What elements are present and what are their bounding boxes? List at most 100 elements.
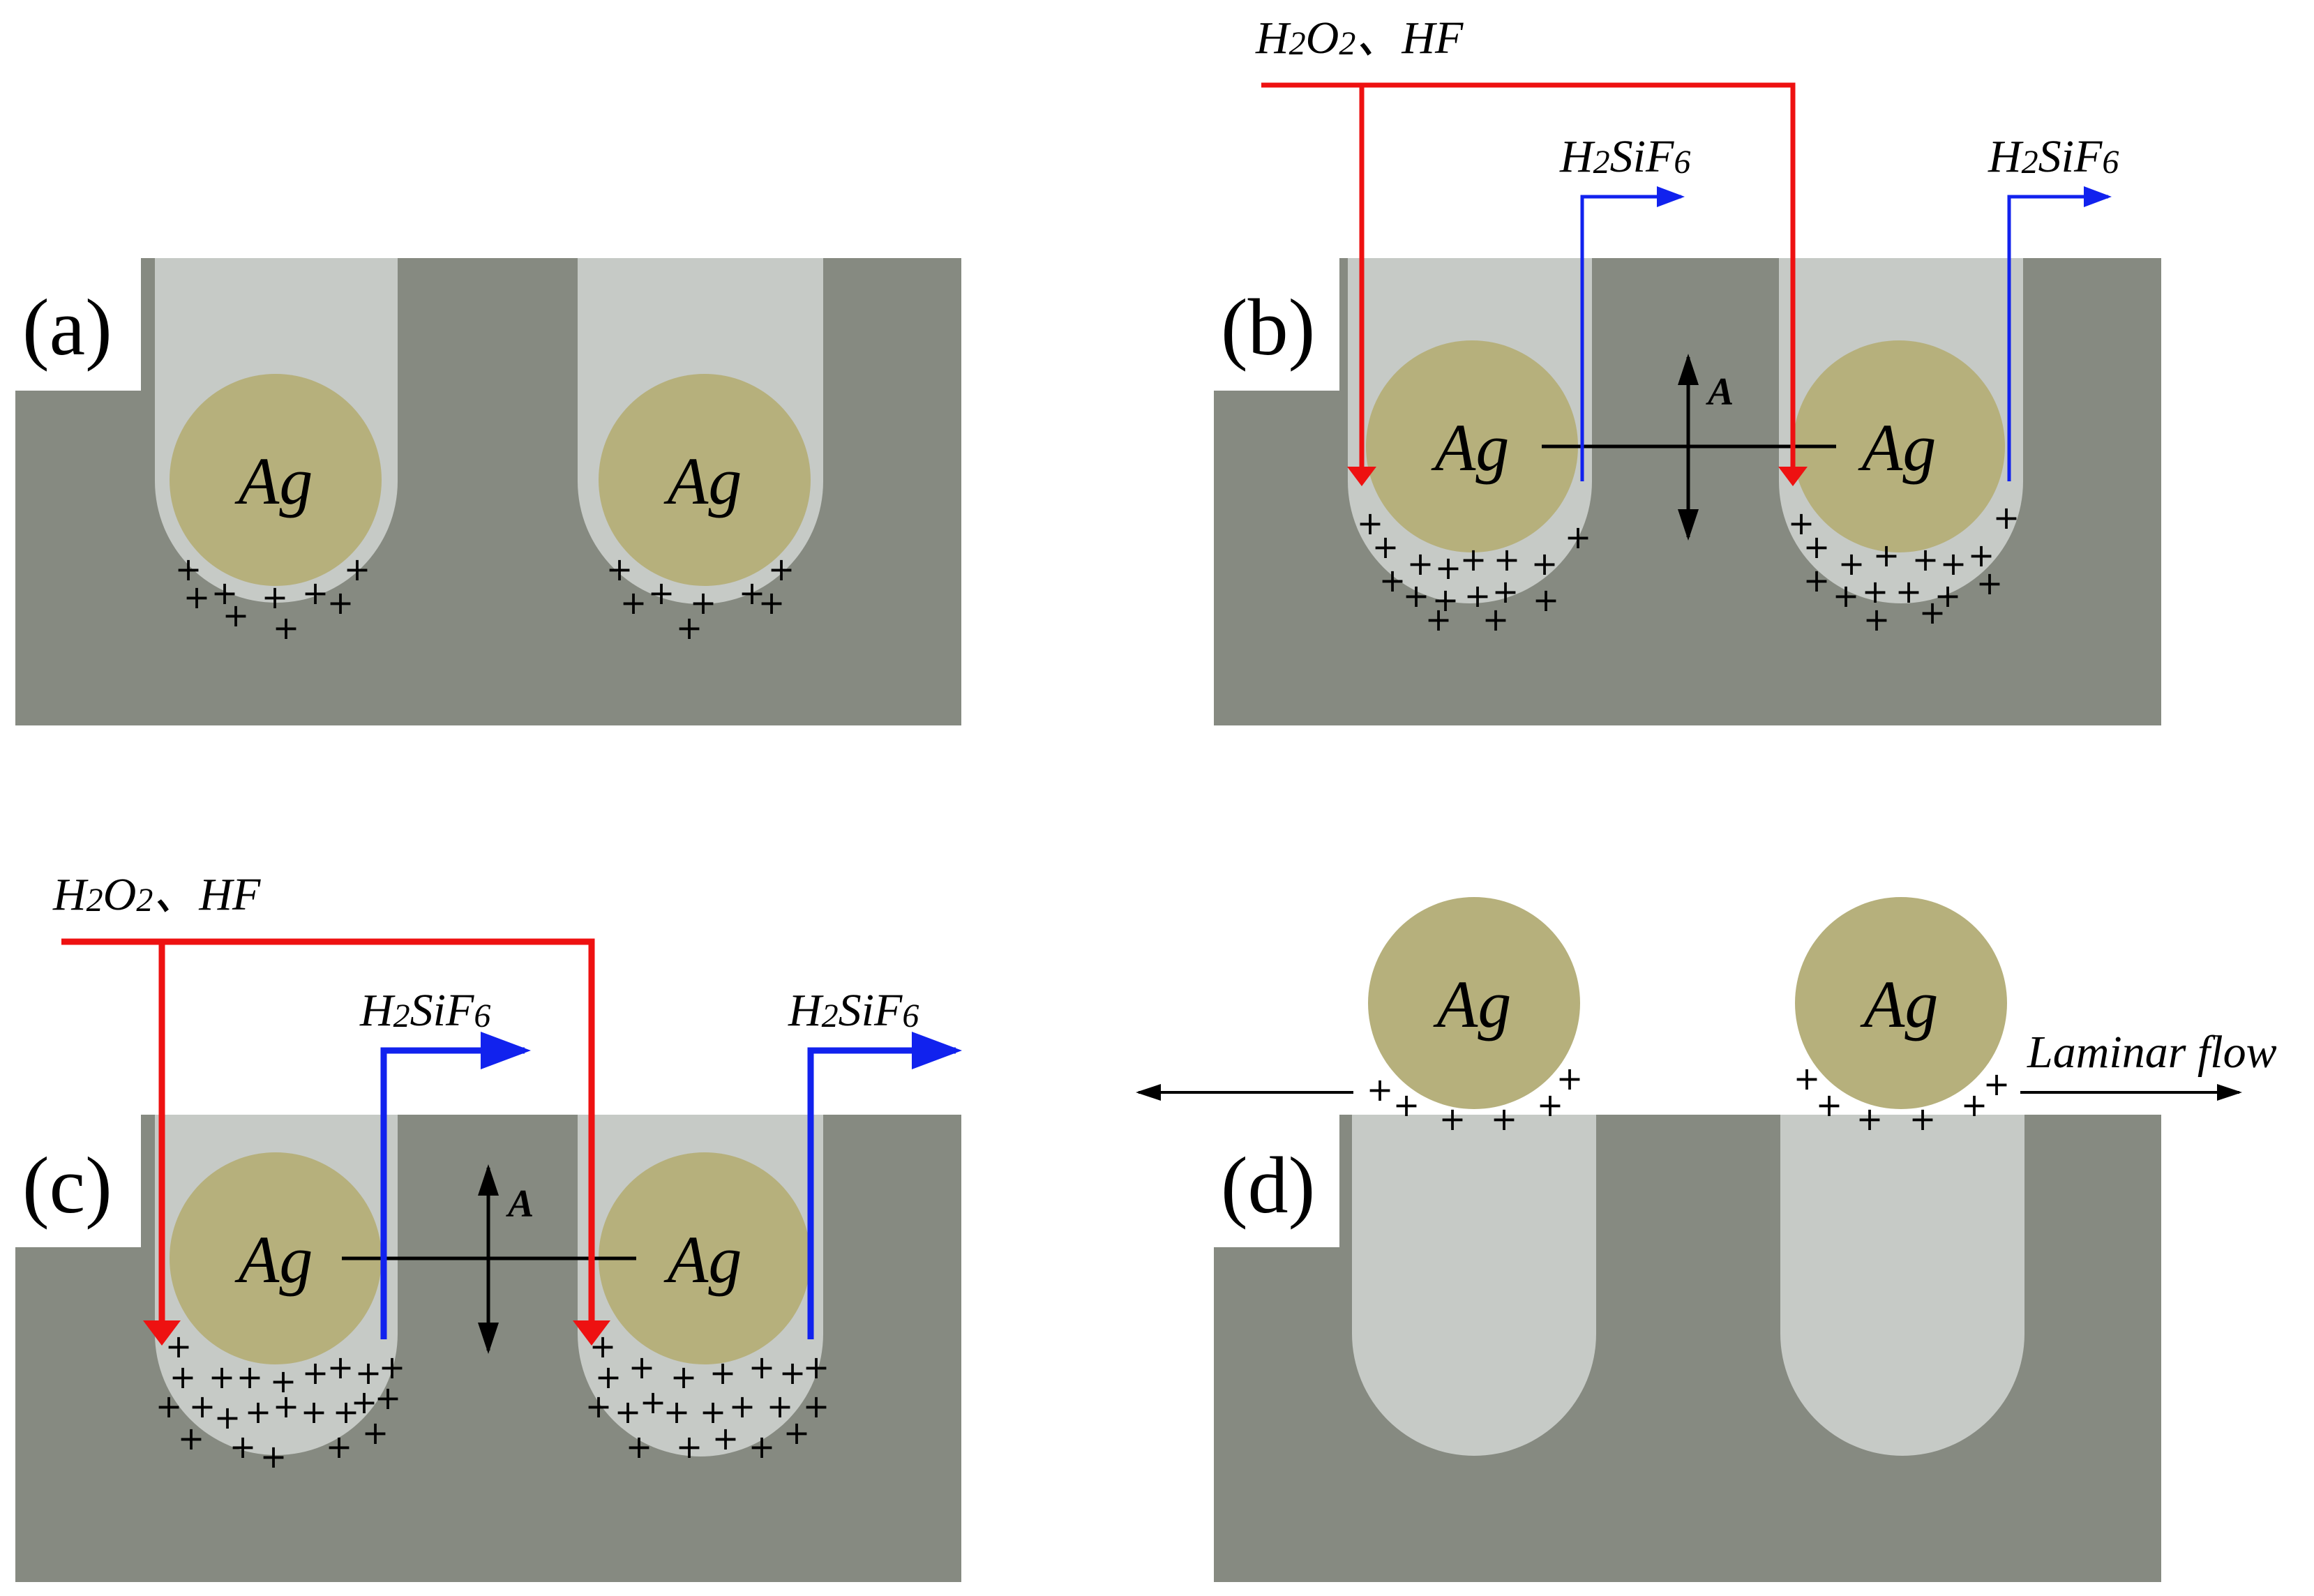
charge: +	[585, 1387, 613, 1425]
reactants-part: O	[1306, 13, 1339, 63]
charge-cluster: + + + + + + + + + + + + + + + + + + + + …	[156, 1327, 830, 1475]
product-outflow-arrow	[380, 1032, 531, 1339]
particle-label: Ag	[1431, 410, 1510, 485]
charge: +	[236, 1358, 264, 1396]
silver-particle	[1366, 340, 1578, 552]
charge: +	[1432, 581, 1459, 619]
charge: +	[640, 1383, 667, 1421]
panel-a: (a) Ag Ag + + + + + + + + + + + + + + + …	[15, 258, 961, 725]
charge: +	[1435, 549, 1462, 587]
reactant-feed-line	[61, 938, 610, 1346]
product-part: 2	[2022, 144, 2038, 181]
charge: +	[749, 1428, 776, 1466]
charge: +	[1788, 504, 1815, 542]
reactants-label: H2O2、HF	[1255, 13, 1464, 63]
charge: +	[758, 584, 786, 622]
product-part: SiF	[1610, 131, 1674, 182]
axis-label: A	[506, 1182, 534, 1226]
product-part: H	[1559, 131, 1595, 182]
charge: +	[1803, 562, 1831, 599]
charge: +	[1983, 1065, 2011, 1103]
charge: +	[803, 1387, 830, 1425]
silver-particle	[1795, 897, 2007, 1109]
charge: +	[767, 1387, 794, 1425]
charge-cluster: + + + + + + + + + + + + + + + + +	[175, 550, 795, 647]
etch-pore	[1780, 1115, 2024, 1456]
charge: +	[301, 1393, 328, 1431]
charge: +	[606, 550, 633, 588]
charge: +	[1873, 536, 1900, 574]
charge: +	[768, 550, 795, 588]
charge: +	[709, 1354, 737, 1392]
charge: +	[1912, 541, 1939, 578]
charge: +	[729, 1387, 756, 1425]
charge: +	[663, 1393, 691, 1431]
product-label: H2SiF6	[1559, 131, 1690, 182]
charge: +	[355, 1354, 382, 1392]
charge: +	[209, 1358, 236, 1396]
charge: +	[1494, 541, 1521, 578]
particle-label: Ag	[234, 1222, 313, 1297]
charge: +	[779, 1354, 806, 1392]
charge: +	[803, 1348, 830, 1386]
charge: +	[1976, 564, 2004, 602]
reactants-part: H	[1255, 13, 1291, 63]
charge: +	[1961, 1086, 1988, 1124]
charge: +	[178, 1420, 205, 1457]
charge: +	[1909, 1100, 1937, 1138]
panel-label: (a)	[22, 283, 112, 372]
charge: +	[1856, 1100, 1884, 1138]
product-part: H	[359, 985, 396, 1036]
charge: +	[1407, 545, 1434, 582]
product-part: 2	[393, 998, 410, 1034]
reactants-label: H2O2、HF	[52, 869, 261, 920]
charge: +	[189, 1387, 216, 1425]
charge: +	[211, 574, 239, 612]
charge: +	[676, 609, 703, 647]
charge: +	[351, 1383, 378, 1421]
charge: +	[326, 1428, 353, 1466]
panel-label-box	[1214, 1115, 1339, 1247]
charge: +	[1863, 601, 1891, 638]
charge: +	[1968, 536, 1995, 574]
panel-label: (b)	[1221, 283, 1315, 372]
reactants-part: H	[52, 869, 89, 920]
product-part: 6	[474, 998, 490, 1034]
reactants-part: 2	[1289, 25, 1306, 62]
charge: +	[670, 1358, 698, 1396]
charge: +	[1439, 1100, 1466, 1138]
product-label: H2SiF6	[359, 985, 490, 1036]
charge: +	[260, 1438, 287, 1475]
charge: +	[626, 1428, 653, 1466]
reactant-feed-line	[1261, 82, 1808, 486]
panel-label: (d)	[1221, 1141, 1315, 1230]
charge: +	[1919, 594, 1946, 631]
charge: +	[615, 1393, 642, 1431]
flow-label: Laminar flow	[2027, 1027, 2277, 1078]
panel-label-box	[15, 1115, 141, 1247]
charge: +	[1491, 1100, 1518, 1138]
product-outflow-arrow	[2007, 186, 2112, 481]
charge: +	[595, 1358, 622, 1396]
particle-label: Ag	[1860, 967, 1939, 1041]
product-outflow-arrow	[1580, 186, 1685, 481]
product-part: 2	[1593, 144, 1610, 181]
charge: +	[1357, 504, 1384, 542]
charge: +	[1492, 573, 1519, 610]
reactants-part: 、HF	[1355, 13, 1464, 63]
charge: +	[156, 1387, 183, 1425]
charge: +	[175, 550, 202, 588]
charge: +	[1895, 573, 1923, 610]
charge: +	[1565, 518, 1592, 556]
charge: +	[165, 1327, 193, 1365]
reactants-part: O	[103, 869, 137, 920]
charge: +	[183, 578, 211, 616]
charge: +	[170, 1358, 197, 1396]
charge: +	[648, 574, 675, 612]
panel-label-box	[15, 258, 141, 391]
charge: +	[690, 584, 717, 622]
charge: +	[1556, 1060, 1584, 1097]
charge: +	[1838, 545, 1865, 582]
charge: +	[302, 574, 329, 612]
